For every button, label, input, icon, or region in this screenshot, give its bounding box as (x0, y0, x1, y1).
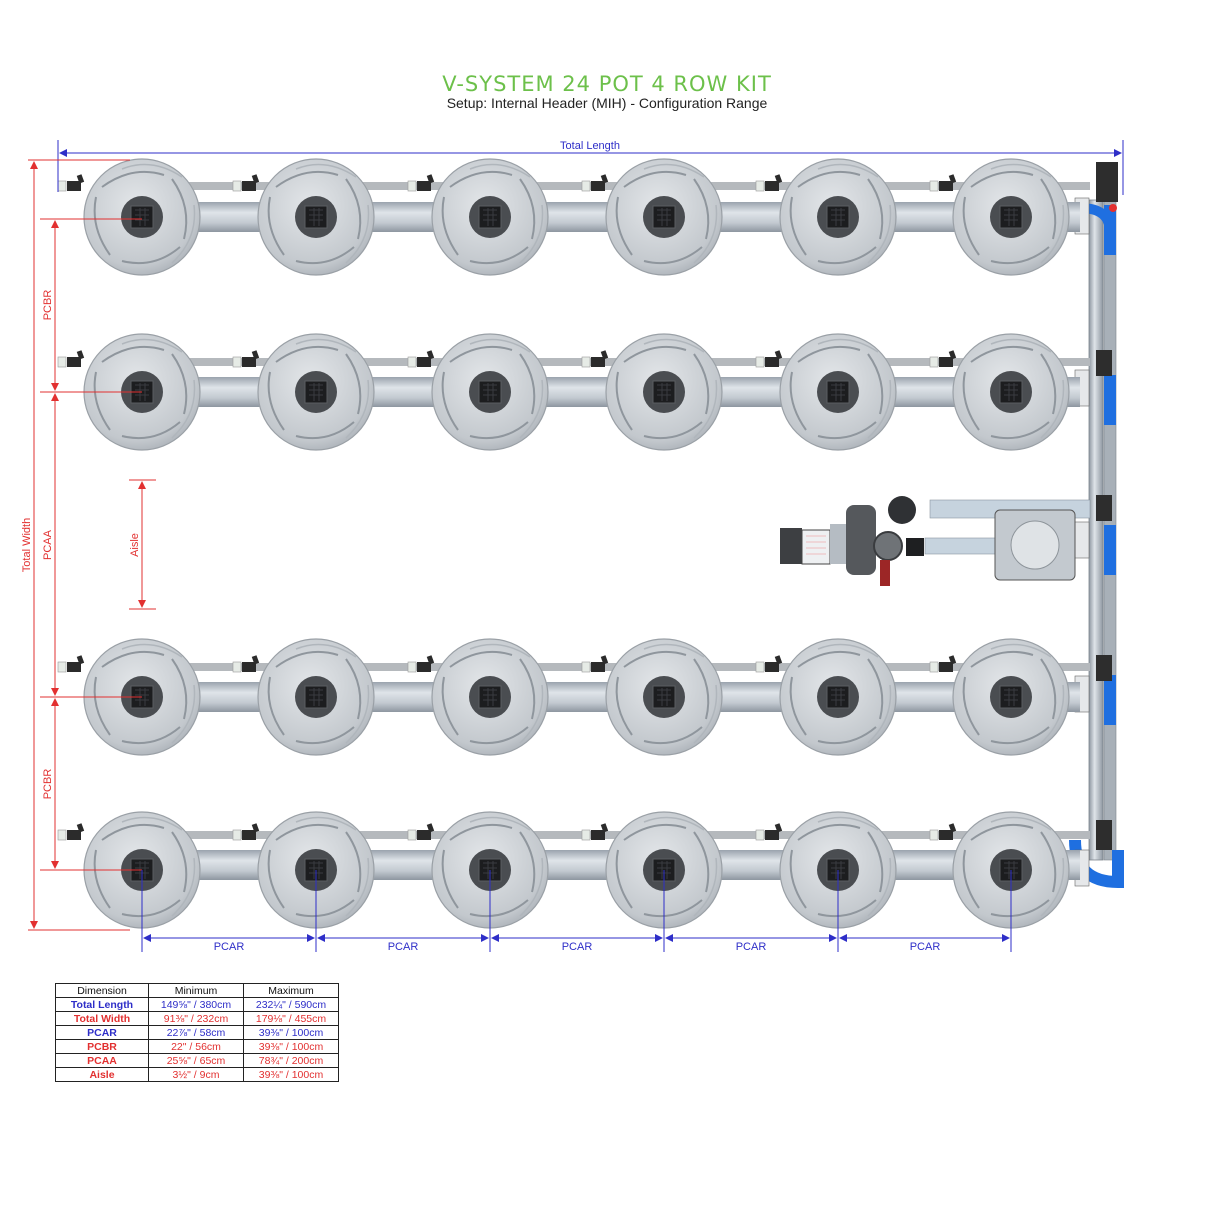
total-width-dimension: Total Width (21, 159, 130, 931)
row-max: 78¾" / 200cm (243, 1053, 339, 1068)
table-header-row: Dimension Minimum Maximum (55, 983, 339, 998)
row-min: 3½" / 9cm (148, 1067, 244, 1082)
row-min: 25⅝" / 65cm (148, 1053, 244, 1068)
header-minimum: Minimum (148, 983, 244, 998)
table-row: PCAA 25⅝" / 65cm 78¾" / 200cm (55, 1053, 339, 1068)
row-name: Aisle (55, 1067, 149, 1082)
pcar-label-5: PCAR (910, 941, 941, 953)
pcar-label-3: PCAR (562, 941, 593, 953)
pcaa-dimension: PCAA (40, 393, 142, 698)
table-row: PCAR 22⅞" / 58cm 39⅜" / 100cm (55, 1025, 339, 1040)
internal-header (1069, 162, 1124, 889)
row-max: 39⅜" / 100cm (243, 1025, 339, 1040)
total-width-label: Total Width (21, 518, 33, 572)
pcar-label-2: PCAR (388, 941, 419, 953)
pcar-dimensions: PCAR PCAR PCAR PCAR PCAR (141, 870, 1012, 953)
aisle-dimension: Aisle (129, 479, 156, 610)
table-row: Total Width 91⅜" / 232cm 179⅛" / 455cm (55, 1011, 339, 1026)
pcar-label-4: PCAR (736, 941, 767, 953)
header-dimension: Dimension (55, 983, 149, 998)
total-length-dimension: Total Length (57, 140, 1124, 195)
row-max: 39⅜" / 100cm (243, 1067, 339, 1082)
row-min: 22⅞" / 58cm (148, 1025, 244, 1040)
pcaa-label: PCAA (42, 529, 54, 560)
reservoir (994, 509, 1076, 581)
row-max: 232¼" / 590cm (243, 997, 339, 1012)
header-maximum: Maximum (243, 983, 339, 998)
row-max: 39⅜" / 100cm (243, 1039, 339, 1054)
table-row: Total Length 149⅝" / 380cm 232¼" / 590cm (55, 997, 339, 1012)
dimension-table: Dimension Minimum Maximum Total Length 1… (55, 983, 339, 1082)
table-row: PCBR 22" / 56cm 39⅜" / 100cm (55, 1039, 339, 1054)
pcbr-top-dimension: PCBR (40, 218, 142, 393)
table-row: Aisle 3½" / 9cm 39⅜" / 100cm (55, 1067, 339, 1082)
page-subtitle: Setup: Internal Header (MIH) - Configura… (446, 95, 768, 111)
pump-assembly (780, 496, 1091, 586)
row-min: 91⅜" / 232cm (148, 1011, 244, 1026)
pcbr-bottom-label: PCBR (42, 769, 54, 800)
row-name: PCAA (55, 1053, 149, 1068)
row-min: 149⅝" / 380cm (148, 997, 244, 1012)
row-min: 22" / 56cm (148, 1039, 244, 1054)
row-name: PCBR (55, 1039, 149, 1054)
row-name: Total Width (55, 1011, 149, 1026)
pcbr-top-label: PCBR (42, 290, 54, 321)
pcar-label-1: PCAR (214, 941, 245, 953)
row-name: PCAR (55, 1025, 149, 1040)
page-title: V-SYSTEM 24 POT 4 ROW KIT (442, 72, 772, 96)
row-name: Total Length (55, 997, 149, 1012)
row-max: 179⅛" / 455cm (243, 1011, 339, 1026)
pcbr-bottom-dimension: PCBR (40, 698, 142, 871)
total-length-label: Total Length (560, 140, 620, 152)
aisle-label: Aisle (129, 533, 141, 557)
